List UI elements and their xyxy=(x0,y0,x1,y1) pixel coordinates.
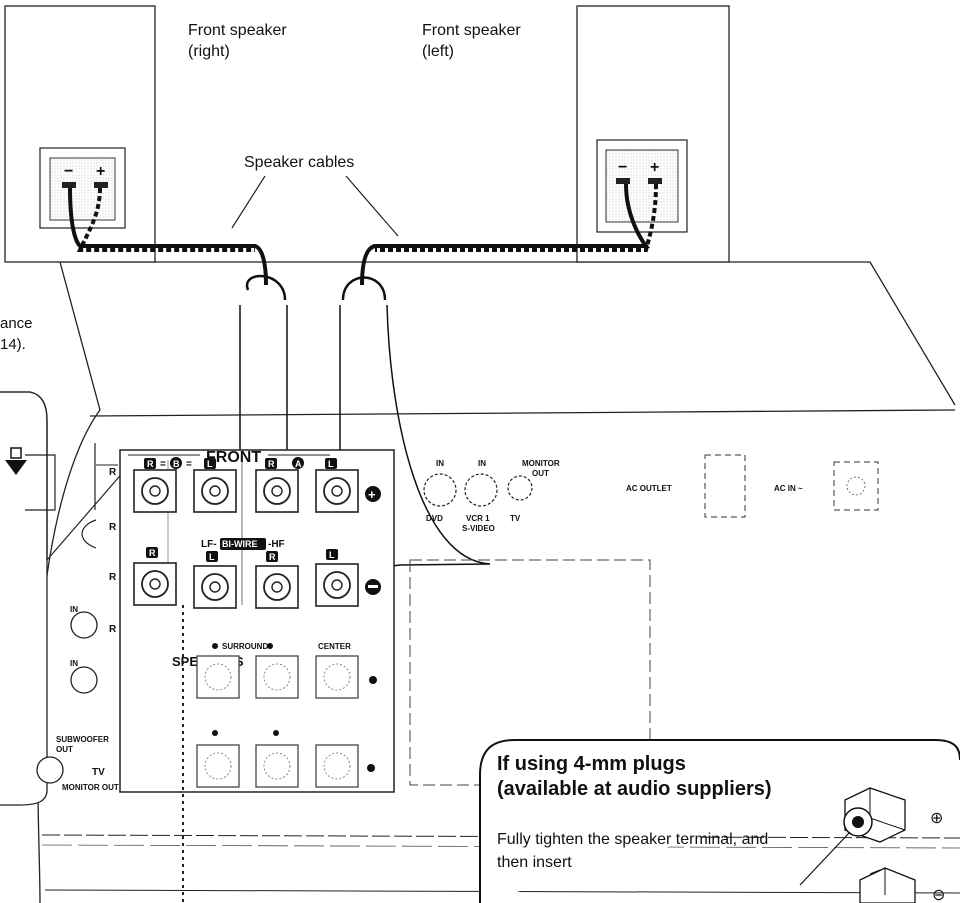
svg-text:AC OUTLET: AC OUTLET xyxy=(626,484,672,493)
svg-text:R: R xyxy=(268,459,275,469)
svg-text:=: = xyxy=(186,459,192,470)
video-input-jacks: IN IN MONITOR OUT DVD VCR 1 TV S-VIDEO xyxy=(423,459,560,533)
speaker-left-cabinet: − + xyxy=(576,5,730,263)
label-front-speaker-right: Front speaker (right) xyxy=(188,22,287,60)
terminal-surround-r-minus xyxy=(196,744,240,788)
tip-title: If using 4-mm plugs (available at audio … xyxy=(497,753,772,800)
svg-text:VCR 1: VCR 1 xyxy=(466,514,490,523)
svg-text:−: − xyxy=(64,163,73,180)
terminal-front-b-l xyxy=(193,469,237,513)
svg-text:+: + xyxy=(650,159,659,176)
svg-text:OUT: OUT xyxy=(56,745,73,754)
svg-text:TV: TV xyxy=(92,767,105,778)
svg-text:MONITOR OUT: MONITOR OUT xyxy=(62,783,119,792)
svg-text:CENTER: CENTER xyxy=(318,642,351,651)
svg-text:R: R xyxy=(147,459,154,469)
svg-text:⊖: ⊖ xyxy=(932,887,945,903)
svg-text:+: + xyxy=(368,487,376,502)
svg-text:IN: IN xyxy=(70,605,78,614)
tip-body: Fully tighten the speaker terminal, and … xyxy=(497,831,769,871)
terminal-front-a-r-minus xyxy=(255,565,299,609)
label-side-note: ance 14). xyxy=(0,315,33,353)
svg-text:SURROUND: SURROUND xyxy=(222,642,268,651)
svg-text:R: R xyxy=(269,552,276,562)
svg-text:LF-: LF- xyxy=(201,539,217,550)
svg-text:IN: IN xyxy=(478,459,486,468)
terminal-center-minus xyxy=(315,744,359,788)
terminal-front-a-l xyxy=(315,469,359,513)
callout-bubble xyxy=(0,391,48,560)
terminal-surround-r-plus xyxy=(196,655,240,699)
svg-text:AC IN ~: AC IN ~ xyxy=(774,484,803,493)
label-speaker-cables: Speaker cables xyxy=(244,154,355,171)
banana-plug-icon xyxy=(799,787,916,903)
svg-text:BI-WIRE: BI-WIRE xyxy=(222,539,258,549)
svg-text:R: R xyxy=(109,624,117,635)
svg-text:-HF: -HF xyxy=(268,539,285,550)
speaker-terminal-panel: FRONT R = B = L R A L xyxy=(119,449,395,793)
left-panel-terminals: R R R R IN IN SUBWOOFER OUT TV MONITOR O… xyxy=(0,391,126,806)
svg-text:TV: TV xyxy=(510,514,521,523)
terminal-front-a-l-minus xyxy=(315,563,359,607)
terminal-front-b-r xyxy=(133,469,177,513)
svg-text:L: L xyxy=(329,550,335,560)
plus-icon: + xyxy=(365,486,381,502)
svg-text:R: R xyxy=(109,467,117,478)
svg-text:=: = xyxy=(160,459,166,470)
label-front-speaker-left: Front speaker (left) xyxy=(422,22,521,60)
tip-box: ⊕ ⊖ xyxy=(479,739,960,903)
svg-text:R: R xyxy=(109,522,117,533)
minus-icon xyxy=(365,579,381,595)
receiver-top-edge xyxy=(60,261,956,406)
svg-text:B: B xyxy=(173,459,180,469)
svg-text:FRONT: FRONT xyxy=(206,449,261,466)
terminal-surround-l-minus xyxy=(255,744,299,788)
svg-text:L: L xyxy=(328,459,334,469)
terminal-front-b-r-minus xyxy=(133,562,177,606)
svg-text:L: L xyxy=(209,552,215,562)
ac-in: AC IN ~ xyxy=(774,461,879,511)
svg-text:SUBWOOFER: SUBWOOFER xyxy=(56,735,109,744)
svg-text:R: R xyxy=(149,548,156,558)
svg-text:IN: IN xyxy=(70,659,78,668)
terminal-front-a-r xyxy=(255,469,299,513)
svg-text:DVD: DVD xyxy=(426,514,443,523)
terminal-front-b-l-minus xyxy=(193,565,237,609)
speaker-right-cabinet: − + xyxy=(4,5,156,263)
terminal-surround-l-plus xyxy=(255,655,299,699)
svg-text:MONITOR: MONITOR xyxy=(522,459,560,468)
svg-text:S-VIDEO: S-VIDEO xyxy=(462,524,495,533)
ac-outlet: AC OUTLET xyxy=(626,454,746,518)
svg-text:R: R xyxy=(109,572,117,583)
svg-text:+: + xyxy=(96,163,105,180)
svg-text:⊕: ⊕ xyxy=(930,810,943,827)
down-arrow-icon xyxy=(5,447,27,475)
svg-text:A: A xyxy=(295,459,302,469)
svg-text:−: − xyxy=(618,159,627,176)
svg-text:OUT: OUT xyxy=(532,469,549,478)
badge-row-top: R = B = L R A L xyxy=(144,457,337,470)
svg-text:L: L xyxy=(207,459,213,469)
terminal-center-plus xyxy=(315,655,359,699)
svg-text:IN: IN xyxy=(436,459,444,468)
